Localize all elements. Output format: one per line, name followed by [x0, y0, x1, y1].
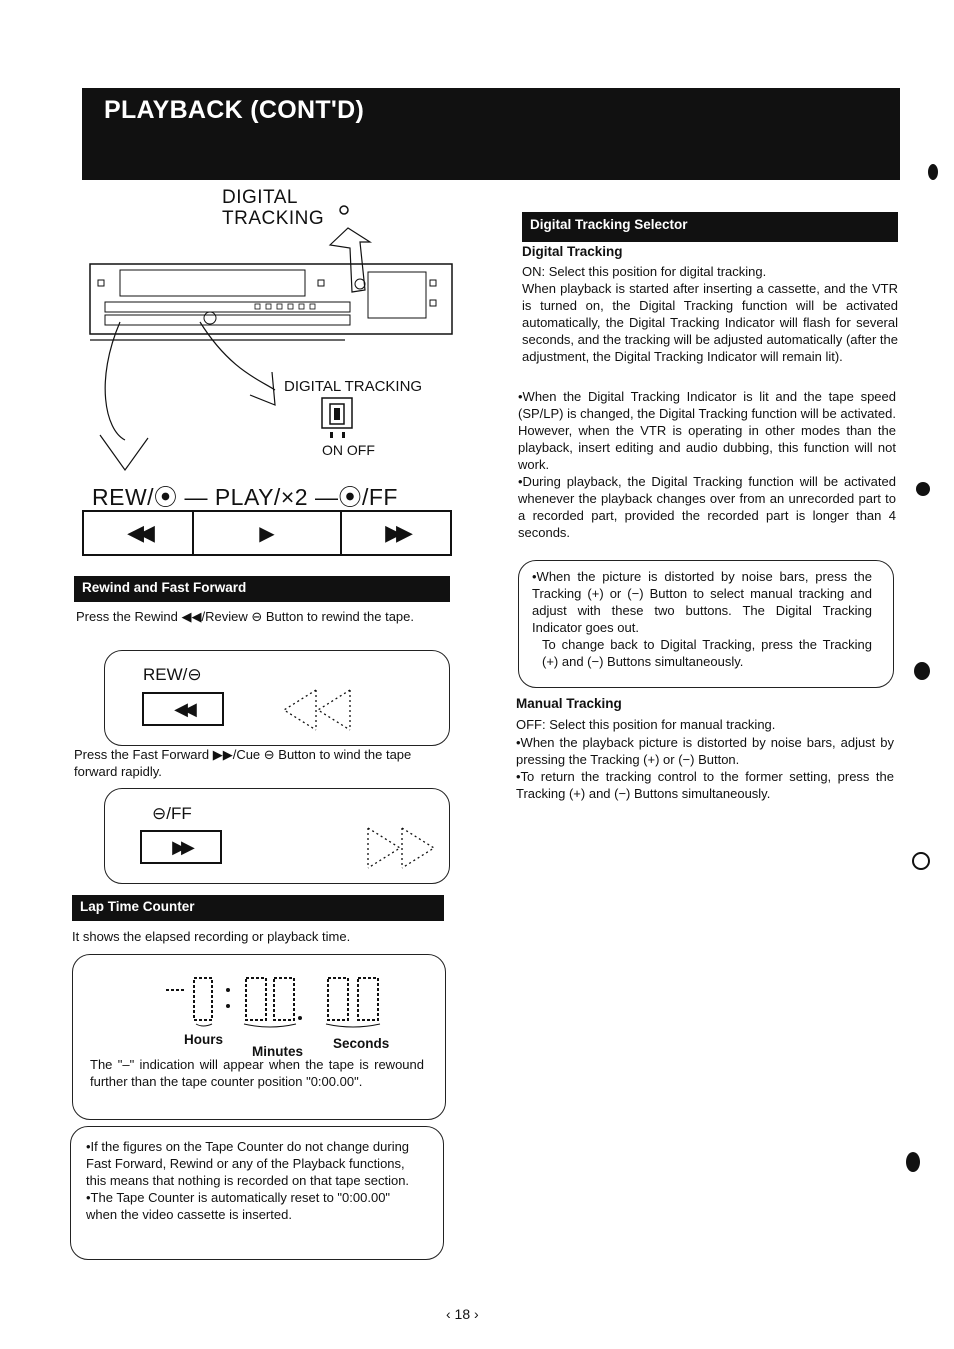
- manual-off-line: OFF: Select this position for manual tra…: [516, 717, 776, 732]
- list-item: •When the playback picture is distorted …: [516, 735, 894, 767]
- list-item: •The Tape Counter is automatically reset…: [86, 1190, 391, 1222]
- ff-button-illustration: ▶▶: [140, 830, 222, 864]
- binding-hole-icon: [914, 662, 930, 680]
- binding-hole-icon: [928, 164, 938, 180]
- dts-note-panel: [518, 560, 894, 688]
- switch-states-label: ON OFF: [322, 442, 375, 458]
- transport-buttons: ◀◀ ▶ ▶▶: [82, 510, 452, 556]
- page-number: ‹ 18 ›: [446, 1306, 479, 1322]
- lap-time-bullets-panel: [70, 1126, 444, 1260]
- ff-text: Press the Fast Forward ▶▶/Cue ⊖ Button t…: [74, 747, 412, 779]
- dts-bullets: •When the Digital Tracking Indicator is …: [518, 388, 896, 541]
- list-item: •If the figures on the Tape Counter do n…: [86, 1139, 410, 1188]
- rewind-indicator-icon: [282, 689, 351, 731]
- dts-on-line: ON: Select this position for digital tra…: [522, 264, 767, 279]
- digital-tracking-caption: DIGITAL TRACKING: [284, 378, 423, 395]
- lap-time-panel: [72, 954, 446, 1120]
- list-item: •To return the tracking control to the f…: [516, 769, 894, 801]
- vcr-illustration: [89, 205, 453, 472]
- list-item: •During playback, the Digital Tracking f…: [518, 474, 896, 540]
- lap-time-bullets: •If the figures on the Tape Counter do n…: [86, 1138, 424, 1223]
- rewind-button[interactable]: ◀◀: [84, 512, 194, 554]
- ff-label: ⊖/FF: [152, 804, 192, 823]
- lap-time-note: The "–" indication will appear when the …: [90, 1057, 424, 1089]
- rewind-icon: ◀◀: [127, 520, 155, 545]
- rewind-ff-heading: Rewind and Fast Forward: [74, 576, 450, 602]
- rew-label: REW/⊖: [143, 665, 202, 684]
- list-item: •When the picture is distorted by noise …: [532, 569, 872, 635]
- page-title: PLAYBACK (CONT'D): [104, 96, 365, 124]
- list-item: •When the Digital Tracking Indicator is …: [518, 389, 896, 472]
- rewind-text: Press the Rewind ◀◀/Review ⊖ Button to r…: [76, 609, 414, 624]
- lap-time-intro: It shows the elapsed recording or playba…: [72, 929, 351, 944]
- ff-indicator-icon: [367, 827, 436, 869]
- binding-hole-icon: [916, 482, 930, 496]
- manual-bullets: •When the playback picture is distorted …: [516, 734, 894, 802]
- minutes-label: Minutes: [252, 1044, 304, 1059]
- hours-label: Hours: [184, 1032, 224, 1047]
- digital-tracking-label: DIGITAL TRACKING: [222, 187, 325, 229]
- play-icon: ▶: [259, 522, 275, 545]
- list-item: To change back to Digital Tracking, pres…: [542, 637, 872, 669]
- binding-hole-icon: [912, 852, 930, 870]
- rewind-icon: ◀◀: [174, 698, 197, 719]
- counter-display: [166, 977, 381, 1028]
- fast-forward-icon: ▶▶: [385, 520, 413, 545]
- header-bar: [82, 88, 900, 180]
- dts-subheading: Digital Tracking: [522, 244, 623, 259]
- binding-hole-icon: [906, 1152, 920, 1172]
- dts-heading: Digital Tracking Selector: [522, 212, 898, 242]
- dts-note-text: •When the picture is distorted by noise …: [532, 568, 872, 670]
- dts-paragraph: When playback is started after inserting…: [522, 281, 898, 364]
- button-legend: REW/⦿ — PLAY/×2 —⦿/FF: [92, 484, 398, 510]
- ff-panel: [104, 788, 450, 884]
- fast-forward-icon: ▶▶: [172, 836, 195, 857]
- rewind-panel: [104, 650, 450, 746]
- manual-tracking-heading: Manual Tracking: [516, 696, 622, 711]
- rew-button-illustration: ◀◀: [142, 692, 224, 726]
- seconds-label: Seconds: [333, 1036, 390, 1051]
- lap-time-heading: Lap Time Counter: [72, 895, 444, 921]
- play-button[interactable]: ▶: [194, 512, 342, 554]
- fast-forward-button[interactable]: ▶▶: [342, 512, 450, 554]
